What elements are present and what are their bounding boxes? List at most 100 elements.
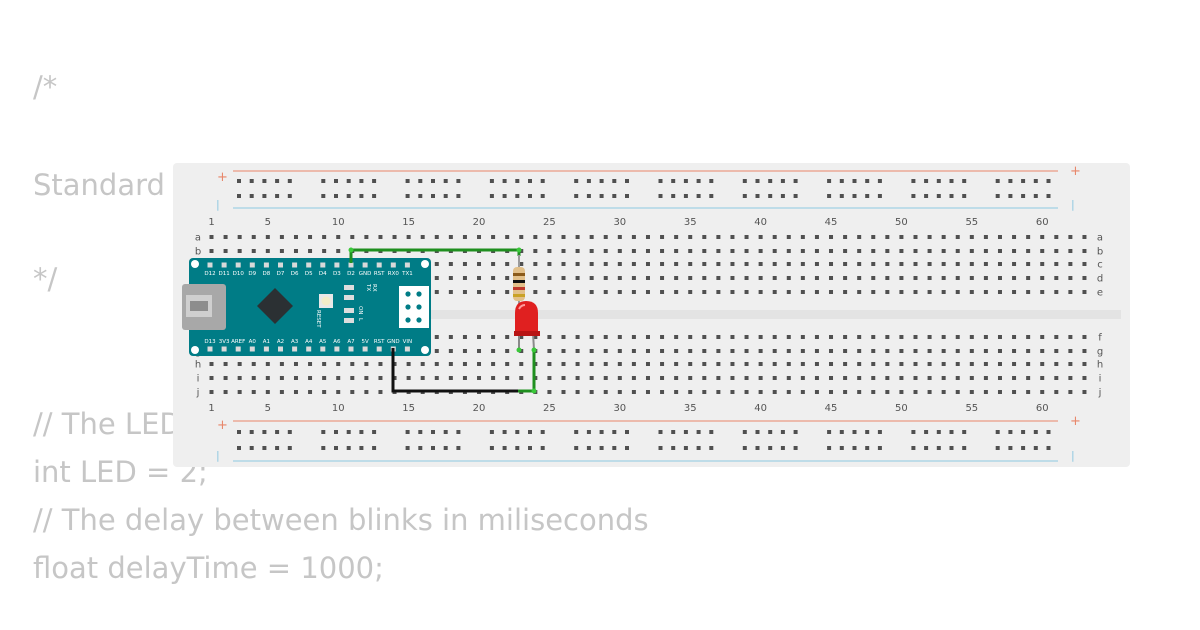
- breadboard-hole[interactable]: [561, 235, 566, 239]
- breadboard-hole[interactable]: [603, 362, 608, 366]
- breadboard-hole[interactable]: [702, 249, 707, 253]
- breadboard-hole[interactable]: [223, 235, 228, 239]
- breadboard-hole[interactable]: [448, 362, 453, 366]
- breadboard-hole[interactable]: [927, 235, 932, 239]
- breadboard-hole[interactable]: [279, 362, 284, 366]
- breadboard-hole[interactable]: [265, 376, 270, 380]
- breadboard-hole[interactable]: [603, 262, 608, 266]
- rail-hole[interactable]: [431, 430, 435, 434]
- rail-hole[interactable]: [683, 179, 688, 183]
- breadboard-hole[interactable]: [885, 349, 890, 353]
- nano-bottom-pin[interactable]: [362, 346, 368, 352]
- rail-hole[interactable]: [625, 179, 629, 183]
- breadboard-hole[interactable]: [758, 335, 763, 339]
- rail-hole[interactable]: [372, 179, 377, 183]
- rail-hole[interactable]: [768, 430, 773, 434]
- breadboard-hole[interactable]: [997, 390, 1002, 394]
- breadboard-hole[interactable]: [941, 362, 946, 366]
- rail-hole[interactable]: [540, 446, 545, 450]
- rail-hole[interactable]: [658, 179, 663, 183]
- nano-top-pin[interactable]: [376, 262, 382, 268]
- nano-bottom-pin[interactable]: [306, 346, 312, 352]
- breadboard-hole[interactable]: [899, 362, 904, 366]
- rail-hole[interactable]: [515, 430, 520, 434]
- breadboard-hole[interactable]: [533, 290, 538, 294]
- breadboard-hole[interactable]: [1082, 276, 1087, 280]
- breadboard-hole[interactable]: [758, 235, 763, 239]
- rail-hole[interactable]: [671, 179, 676, 183]
- breadboard-hole[interactable]: [209, 362, 214, 366]
- rail-hole[interactable]: [793, 194, 798, 198]
- breadboard-hole[interactable]: [702, 335, 707, 339]
- breadboard-hole[interactable]: [434, 262, 439, 266]
- breadboard-hole[interactable]: [645, 290, 650, 294]
- breadboard-hole[interactable]: [589, 249, 594, 253]
- breadboard-hole[interactable]: [660, 362, 665, 366]
- rail-hole[interactable]: [911, 179, 916, 183]
- rail-hole[interactable]: [599, 194, 604, 198]
- breadboard-hole[interactable]: [251, 376, 256, 380]
- breadboard-hole[interactable]: [843, 262, 848, 266]
- rail-hole[interactable]: [949, 194, 954, 198]
- breadboard-hole[interactable]: [871, 276, 876, 280]
- breadboard-hole[interactable]: [462, 262, 467, 266]
- breadboard-hole[interactable]: [983, 376, 988, 380]
- rail-hole[interactable]: [287, 179, 292, 183]
- rail-hole[interactable]: [1046, 194, 1051, 198]
- rail-hole[interactable]: [827, 179, 832, 183]
- breadboard-hole[interactable]: [730, 276, 735, 280]
- breadboard-hole[interactable]: [645, 390, 650, 394]
- breadboard-hole[interactable]: [251, 249, 256, 253]
- rail-hole[interactable]: [696, 194, 701, 198]
- breadboard-hole[interactable]: [237, 235, 242, 239]
- breadboard-hole[interactable]: [885, 249, 890, 253]
- rail-hole[interactable]: [995, 179, 1000, 183]
- breadboard-hole[interactable]: [209, 235, 214, 239]
- breadboard-hole[interactable]: [589, 349, 594, 353]
- breadboard-hole[interactable]: [575, 335, 580, 339]
- breadboard-hole[interactable]: [603, 390, 608, 394]
- breadboard-hole[interactable]: [969, 276, 974, 280]
- rail-hole[interactable]: [1033, 430, 1038, 434]
- breadboard-hole[interactable]: [716, 262, 721, 266]
- rail-hole[interactable]: [911, 430, 916, 434]
- breadboard-hole[interactable]: [674, 249, 679, 253]
- rail-hole[interactable]: [877, 430, 882, 434]
- rail-hole[interactable]: [574, 446, 579, 450]
- breadboard-hole[interactable]: [519, 262, 524, 266]
- rail-hole[interactable]: [405, 179, 410, 183]
- breadboard-hole[interactable]: [603, 376, 608, 380]
- breadboard-hole[interactable]: [927, 262, 932, 266]
- breadboard-hole[interactable]: [462, 362, 467, 366]
- breadboard-hole[interactable]: [1068, 335, 1073, 339]
- breadboard-hole[interactable]: [857, 362, 862, 366]
- rail-hole[interactable]: [780, 430, 785, 434]
- breadboard-hole[interactable]: [941, 249, 946, 253]
- breadboard-hole[interactable]: [814, 335, 819, 339]
- breadboard-hole[interactable]: [716, 362, 721, 366]
- rail-hole[interactable]: [515, 194, 520, 198]
- breadboard-hole[interactable]: [927, 335, 932, 339]
- breadboard-hole[interactable]: [547, 376, 552, 380]
- rail-hole[interactable]: [346, 194, 351, 198]
- breadboard-hole[interactable]: [800, 362, 805, 366]
- breadboard-hole[interactable]: [1012, 235, 1017, 239]
- breadboard-hole[interactable]: [800, 376, 805, 380]
- rail-hole[interactable]: [742, 194, 747, 198]
- breadboard-hole[interactable]: [674, 235, 679, 239]
- breadboard-hole[interactable]: [505, 335, 510, 339]
- breadboard-hole[interactable]: [871, 349, 876, 353]
- breadboard-hole[interactable]: [857, 249, 862, 253]
- signal-wire-green[interactable]: [349, 248, 521, 263]
- breadboard-hole[interactable]: [829, 335, 834, 339]
- breadboard-hole[interactable]: [814, 235, 819, 239]
- breadboard-hole[interactable]: [829, 235, 834, 239]
- breadboard-hole[interactable]: [899, 290, 904, 294]
- breadboard-hole[interactable]: [716, 249, 721, 253]
- breadboard-hole[interactable]: [561, 376, 566, 380]
- breadboard-hole[interactable]: [800, 349, 805, 353]
- code-line-delay-float[interactable]: float delayTime = 1000;: [33, 551, 384, 585]
- breadboard-hole[interactable]: [589, 290, 594, 294]
- breadboard-hole[interactable]: [871, 362, 876, 366]
